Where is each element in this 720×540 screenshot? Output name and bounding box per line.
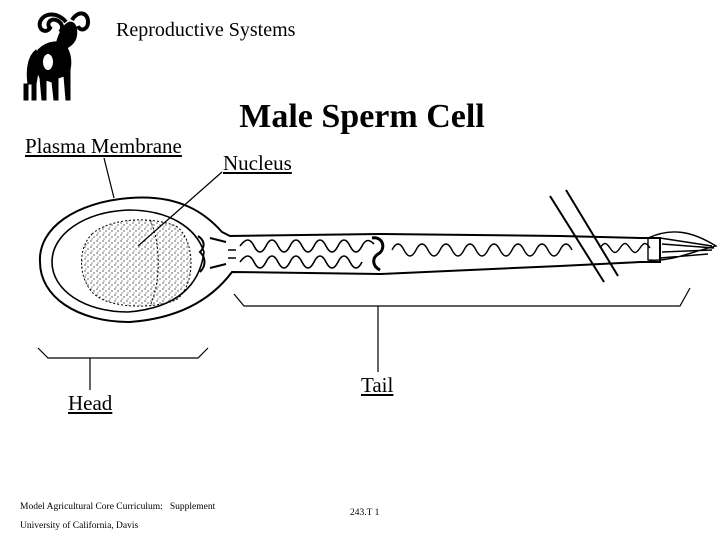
footer-curriculum: Model Agricultural Core Curriculum: Supp… — [20, 502, 216, 512]
membrane-pointer — [103, 157, 115, 199]
midpiece-coil — [239, 239, 375, 253]
head-inner-membrane — [51, 209, 205, 313]
footer-institution: University of California, Davis — [20, 521, 139, 531]
slide-number: 243.T 1 — [350, 508, 380, 518]
nucleus-shape — [81, 219, 192, 307]
page-title-text: Male Sperm Cell — [239, 98, 485, 135]
head-bracket — [37, 347, 209, 390]
label-tail: Tail — [361, 373, 394, 397]
tail-end-piece — [647, 231, 718, 261]
page-title: Male Sperm Cell — [0, 98, 720, 136]
nucleus-pointer — [137, 171, 223, 247]
subject-title: Reproductive Systems — [116, 19, 296, 41]
tail-bracket — [233, 287, 691, 372]
head-outer-membrane — [38, 196, 661, 324]
tail-coil — [391, 243, 573, 257]
label-head: Head — [68, 391, 113, 415]
label-nucleus: Nucleus — [223, 151, 292, 175]
break-mark — [549, 189, 619, 283]
label-plasma-membrane: Plasma Membrane — [25, 134, 182, 158]
